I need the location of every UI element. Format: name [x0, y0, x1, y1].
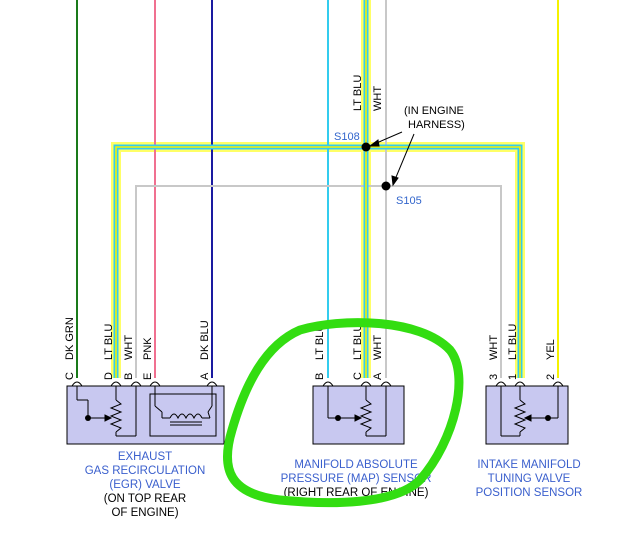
egr-wire-label-c: DK GRN	[64, 317, 76, 360]
map-wire-label-b: LT BLU	[314, 324, 326, 360]
imtv-pin-2: 2	[545, 374, 557, 380]
wire-wht-right	[386, 185, 502, 378]
map-sensor: LT BLU LT BLU WHT B C A MANIFOLD ABSOLUT…	[281, 324, 432, 499]
egr-caption-line1: EXHAUST	[118, 451, 172, 463]
splice-s108-dot	[361, 142, 371, 152]
egr-caption-line2: GAS RECIRCULATION	[85, 465, 206, 477]
egr-wire-label-e: PNK	[142, 337, 154, 360]
egr-connector-terminals	[71, 381, 218, 387]
splice-s105-dot	[381, 181, 391, 191]
imtv-wire-label-2: YEL	[545, 339, 557, 360]
top-label-wht: WHT	[372, 86, 384, 111]
egr-pin-d: D	[103, 372, 115, 380]
map-wire-label-c: LT BLU	[352, 324, 364, 360]
imtv-sensor: WHT LT BLU YEL 3 1 2 INTAKE MANIFOLD TUN…	[476, 324, 583, 499]
egr-solenoid	[149, 386, 217, 437]
note-arrows	[368, 131, 415, 187]
map-body	[312, 385, 405, 445]
imtv-wire-label-3: WHT	[488, 335, 500, 360]
egr-pin-e: E	[142, 373, 154, 380]
map-wire-label-a: WHT	[372, 335, 384, 360]
harness-note-line1: (IN ENGINE	[404, 105, 464, 117]
egr-wire-label-d: LT BLU	[103, 324, 115, 360]
egr-pin-c: C	[64, 372, 76, 380]
map-pin-b: B	[314, 373, 326, 380]
map-caption-line2: PRESSURE (MAP) SENSOR	[281, 473, 432, 485]
wires	[76, 0, 559, 378]
wire-lt-blu-core	[115, 0, 521, 378]
imtv-pin-1: 1	[507, 374, 519, 380]
egr-wire-label-b: WHT	[123, 335, 135, 360]
imtv-connector-terminals	[495, 381, 564, 387]
splice-s105-label: S105	[396, 195, 422, 207]
imtv-body	[485, 385, 569, 445]
map-connector-terminals	[322, 381, 392, 387]
map-pin-c: C	[352, 372, 364, 380]
imtv-caption-line2: TUNING VALVE	[488, 473, 571, 485]
imtv-wire-label-1: LT BLU	[507, 324, 519, 360]
harness-note-line2: HARNESS)	[408, 119, 465, 131]
map-caption-line1: MANIFOLD ABSOLUTE	[294, 459, 418, 471]
splice-s108-label: S108	[334, 131, 360, 143]
egr-location-line2: OF ENGINE)	[111, 507, 178, 519]
imtv-caption-line1: INTAKE MANIFOLD	[477, 459, 580, 471]
wire-wht-left	[135, 185, 386, 378]
imtv-pin-3: 3	[488, 374, 500, 380]
egr-wire-label-a: DK BLU	[199, 320, 211, 360]
imtv-caption-line3: POSITION SENSOR	[476, 487, 583, 499]
egr-pin-a: A	[199, 372, 211, 380]
egr-valve: DK GRN LT BLU WHT PNK DK BLU C D B E A	[64, 317, 225, 519]
annotation-circle	[222, 318, 464, 508]
top-label-lt-blu: LT BLU	[352, 75, 364, 111]
egr-pin-b: B	[123, 373, 135, 380]
map-potentiometer	[327, 386, 387, 437]
egr-potentiometer	[76, 386, 137, 437]
egr-body	[66, 385, 225, 445]
egr-caption-line3: (EGR) VALVE	[109, 479, 180, 491]
map-pin-a: A	[372, 372, 384, 380]
egr-location-line1: (ON TOP REAR	[104, 493, 186, 505]
imtv-potentiometer	[500, 386, 559, 437]
